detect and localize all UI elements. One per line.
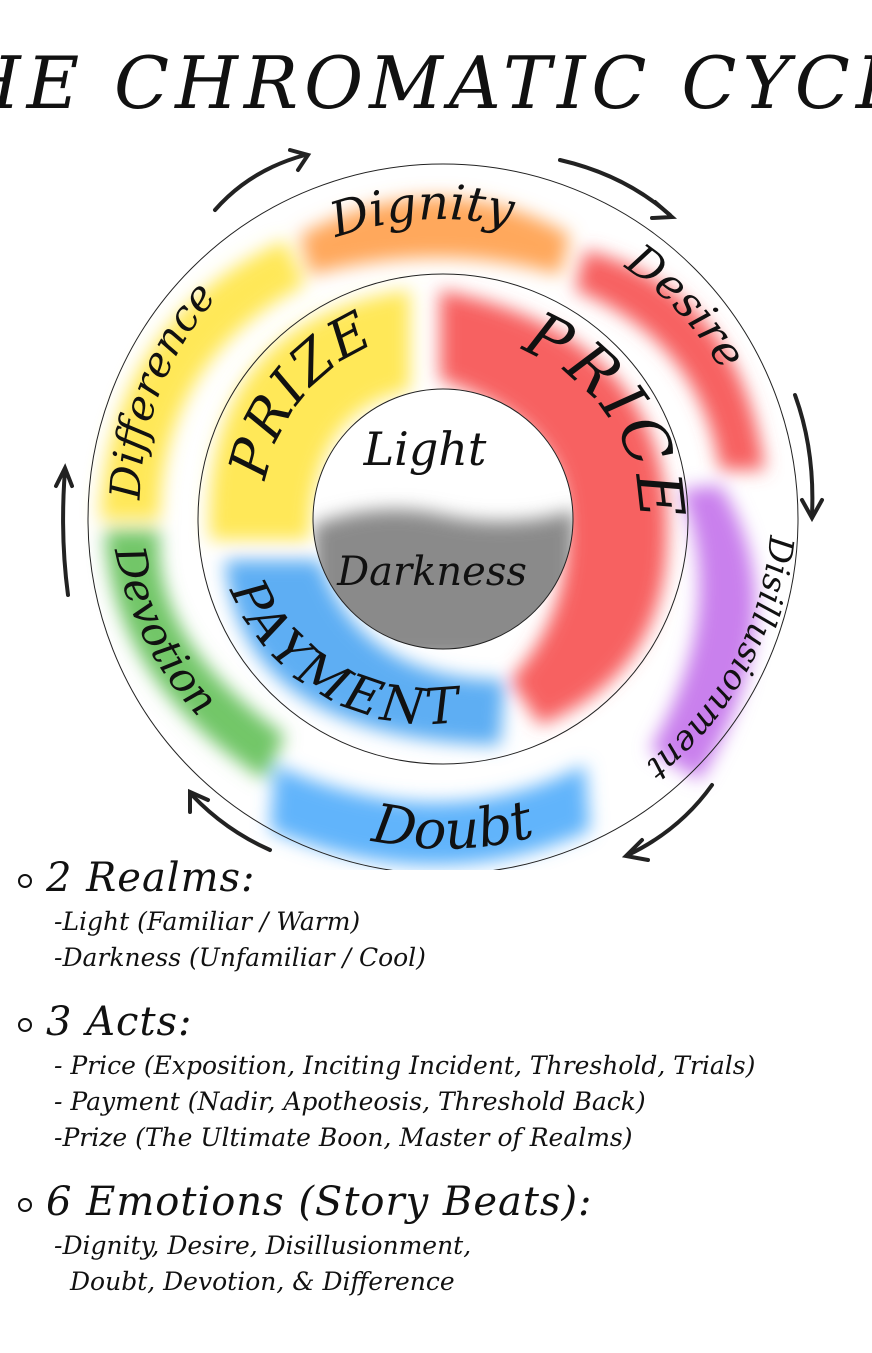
inner-ring (312, 388, 574, 650)
prize-segment (209, 290, 410, 540)
emotions-item: -Dignity, Desire, Disillusionment, (54, 1231, 472, 1260)
arrow-bottom-left (190, 793, 272, 852)
emotion-blobs (100, 197, 765, 865)
title-area: THE CHROMATIC CYCLE (0, 30, 872, 150)
emotions-item: Doubt, Devotion, & Difference (70, 1267, 455, 1296)
acts-item: -Prize (The Ultimate Boon, Master of Rea… (54, 1123, 633, 1152)
price-segment (440, 290, 668, 725)
arrow-top-left (213, 153, 307, 212)
difference-segment (100, 240, 305, 520)
middle-ring (197, 273, 689, 765)
chromatic-cycle-diagram: Light Darkness PRIZE PRICE PAYMENT Digni… (0, 140, 872, 875)
emotions-section: 6 Emotions (Story Beats): -Dignity, Desi… (18, 1176, 858, 1300)
acts-heading: 3 Acts: (46, 999, 193, 1045)
realms-item: -Light (Familiar / Warm) (54, 907, 361, 936)
title-svg: THE CHROMATIC CYCLE (0, 41, 872, 125)
notes-section: 2 Realms: -Light (Familiar / Warm) -Dark… (18, 852, 858, 1342)
dignity-segment (300, 197, 570, 275)
page-title: THE CHROMATIC CYCLE (0, 41, 872, 125)
realms-heading: 2 Realms: (46, 855, 256, 901)
center-circle (313, 389, 573, 649)
cycle-svg: Light Darkness PRIZE PRICE PAYMENT Digni… (54, 148, 824, 875)
acts-item: - Payment (Nadir, Apotheosis, Threshold … (54, 1087, 646, 1116)
desire-segment (575, 250, 765, 470)
realms-section: 2 Realms: -Light (Familiar / Warm) -Dark… (18, 852, 858, 976)
cycle-arrows (54, 148, 824, 862)
label-light: Light (363, 422, 487, 476)
acts-item: - Price (Exposition, Inciting Incident, … (54, 1051, 756, 1080)
act-blobs (209, 290, 668, 745)
arrow-left (61, 468, 70, 597)
arrowhead-bottom-right (621, 838, 650, 862)
darkness-segment (313, 509, 573, 649)
arrowhead-right (800, 498, 824, 523)
devotion-segment (105, 530, 285, 780)
arrow-bottom-right (626, 783, 714, 857)
arrowhead-left (54, 463, 74, 488)
realms-item: -Darkness (Unfamiliar / Cool) (54, 943, 426, 972)
label-doubt: Doubt (367, 788, 539, 863)
arrowhead-top-left (288, 148, 312, 172)
bullet-icon (18, 1018, 32, 1032)
arrowhead-top-right (650, 200, 678, 220)
disillusionment-segment (650, 485, 756, 780)
label-devotion: Devotion (105, 541, 229, 725)
acts-section: 3 Acts: - Price (Exposition, Inciting In… (18, 996, 858, 1156)
emotions-heading: 6 Emotions (Story Beats): (46, 1179, 593, 1225)
arrow-right (793, 393, 815, 517)
payment-segment (225, 560, 505, 745)
label-darkness: Darkness (336, 549, 527, 595)
bullet-icon (18, 874, 32, 888)
arrowhead-bottom-left (188, 788, 210, 814)
doubt-segment (270, 765, 590, 865)
bullet-icon (18, 1198, 32, 1212)
arrow-top-right (558, 158, 672, 217)
